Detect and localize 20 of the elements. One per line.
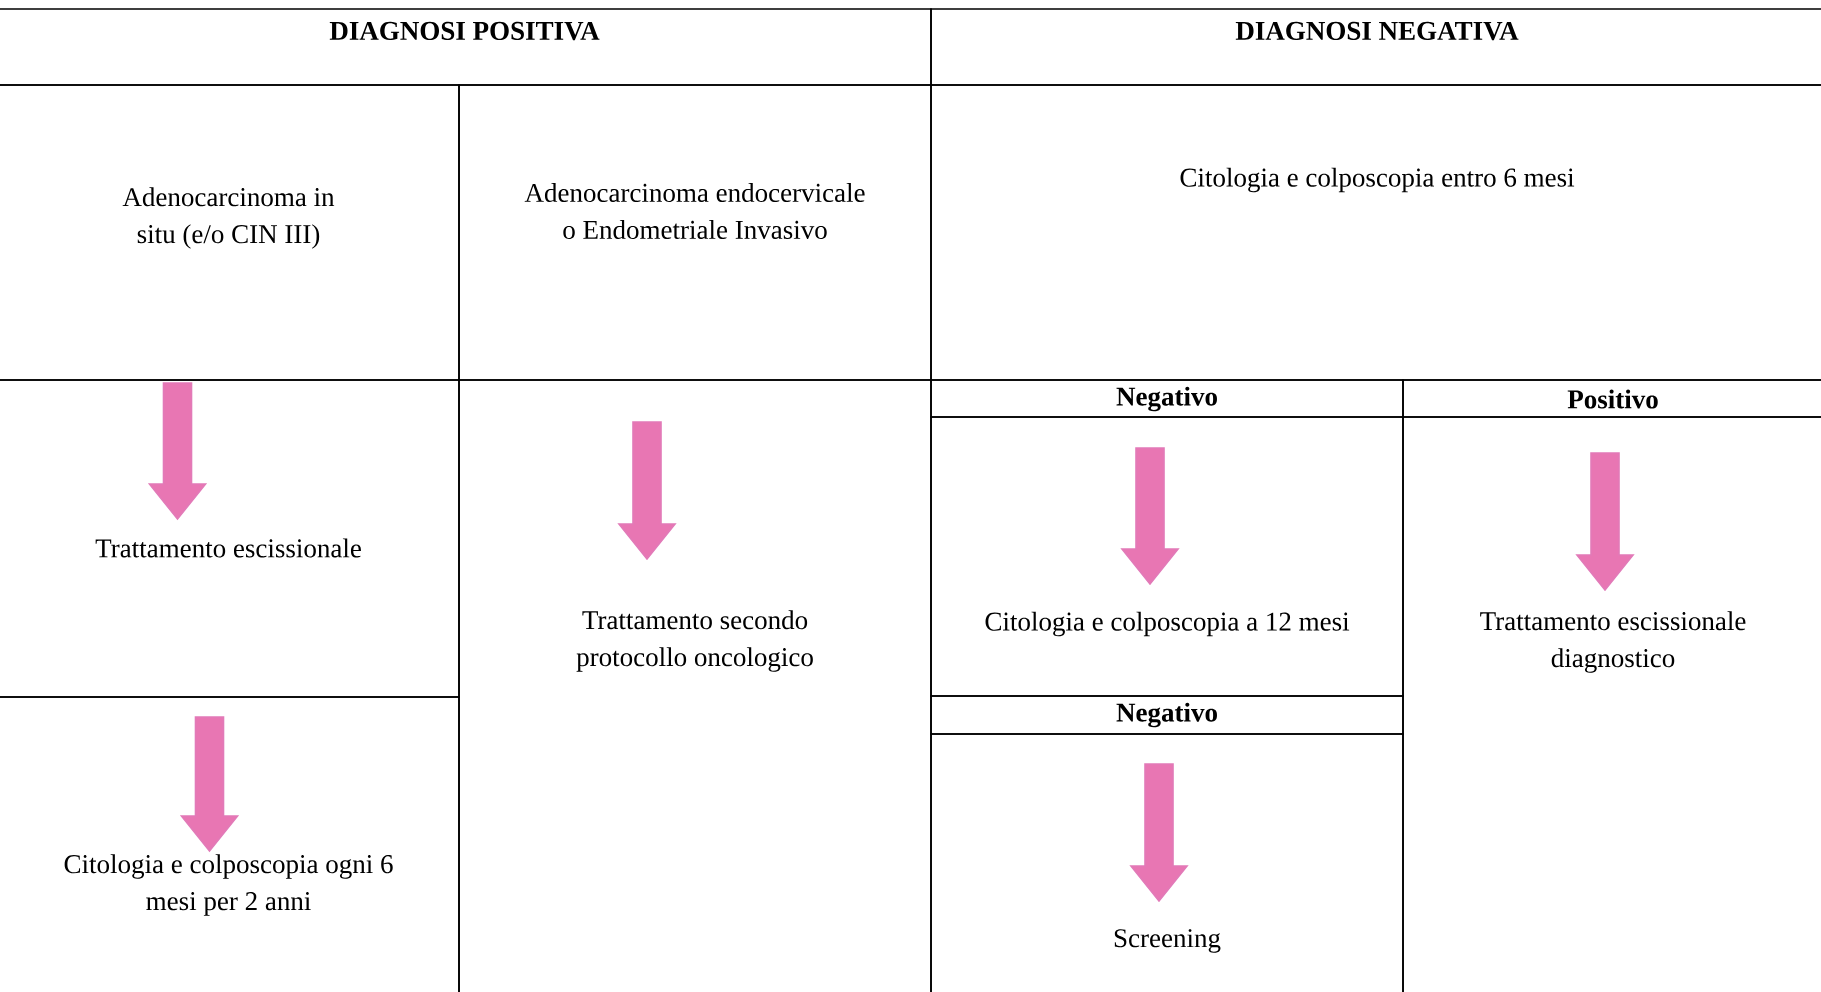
column-header: Negativo [930, 379, 1404, 418]
arrow [1129, 763, 1189, 903]
table-cell: Trattamento escissionale [0, 379, 460, 698]
column-header: Positivo [1402, 379, 1821, 418]
table-cell: Citologia e colposcopia ogni 6 mesi per 2 anni [0, 696, 460, 992]
arrow [1575, 452, 1635, 592]
table-cell: Citologia e colposcopia entro 6 mesi [930, 84, 1821, 381]
column-header: DIAGNOSI POSITIVA [0, 8, 932, 86]
table-cell: Screening [930, 733, 1404, 992]
arrow [179, 716, 240, 853]
table-cell: Citologia e colposcopia a 12 mesi [930, 416, 1404, 697]
table-cell: Adenocarcinoma endocervicale o Endometriale Invasivo [458, 84, 932, 381]
table-cell: Adenocarcinoma in situ (e/o CIN III) [0, 84, 460, 381]
arrow [1120, 447, 1180, 586]
arrow [147, 382, 208, 521]
column-header: Negativo [930, 695, 1404, 735]
table-cell: Trattamento secondo protocollo oncologico [458, 379, 932, 992]
arrow [617, 421, 677, 561]
table-cell: Trattamento escissionale diagnostico [1402, 416, 1821, 992]
column-header: DIAGNOSI NEGATIVA [930, 8, 1821, 86]
